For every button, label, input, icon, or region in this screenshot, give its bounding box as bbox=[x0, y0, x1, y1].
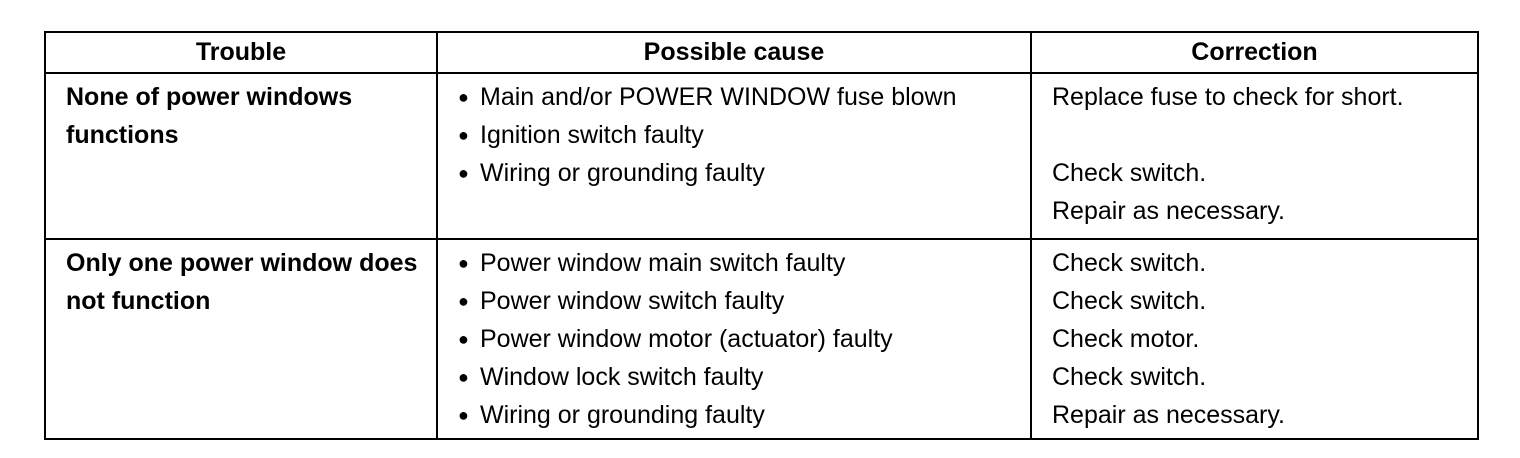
correction-text: Check switch. bbox=[1052, 287, 1207, 315]
cause-item: ● Main and/or POWER WINDOW fuse blown bbox=[458, 78, 1024, 116]
correction-text: Check motor. bbox=[1052, 325, 1200, 353]
cause-text: Power window motor (actuator) faulty bbox=[480, 325, 893, 353]
cause-text: Wiring or grounding faulty bbox=[480, 401, 765, 429]
trouble-cell: None of power windows functions bbox=[44, 72, 438, 240]
correction-text: Repair as necessary. bbox=[1052, 197, 1285, 225]
header-correction: Correction bbox=[1030, 31, 1479, 74]
cause-cell: ● Main and/or POWER WINDOW fuse blown ● … bbox=[436, 72, 1032, 240]
cause-text: Power window main switch faulty bbox=[480, 249, 846, 277]
header-possible-cause: Possible cause bbox=[436, 31, 1032, 74]
cause-item: ● Power window main switch faulty bbox=[458, 244, 1024, 282]
correction-cell: Replace fuse to check for short. Check s… bbox=[1030, 72, 1479, 240]
correction-text: Replace fuse to check for short. bbox=[1052, 83, 1404, 111]
correction-text: Check switch. bbox=[1052, 159, 1207, 187]
cause-text: Main and/or POWER WINDOW fuse blown bbox=[480, 83, 957, 111]
cause-item: ● Power window motor (actuator) faulty bbox=[458, 320, 1024, 358]
trouble-cell: Only one power window does not function bbox=[44, 238, 438, 440]
cause-text: Window lock switch faulty bbox=[480, 363, 764, 391]
bullet-icon: ● bbox=[458, 405, 469, 425]
cause-item: ● Wiring or grounding faulty bbox=[458, 154, 1024, 192]
cause-item: ● Window lock switch faulty bbox=[458, 358, 1024, 396]
cause-text: Power window switch faulty bbox=[480, 287, 785, 315]
header-trouble: Trouble bbox=[44, 31, 438, 74]
header-row: Trouble Possible cause Correction bbox=[44, 31, 1479, 74]
table-row: None of power windows functions ● Main a… bbox=[44, 72, 1479, 240]
cause-item: ● Wiring or grounding faulty bbox=[458, 396, 1024, 434]
correction-cell: Check switch. Check switch. Check motor.… bbox=[1030, 238, 1479, 440]
table-row: Only one power window does not function … bbox=[44, 238, 1479, 440]
bullet-icon: ● bbox=[458, 367, 469, 387]
correction-text: Check switch. bbox=[1052, 363, 1207, 391]
bullet-icon: ● bbox=[458, 329, 469, 349]
cause-item: ● Power window switch faulty bbox=[458, 282, 1024, 320]
cause-text: Ignition switch faulty bbox=[480, 121, 704, 149]
correction-text: Repair as necessary. bbox=[1052, 401, 1285, 429]
bullet-icon: ● bbox=[458, 163, 469, 183]
troubleshooting-table: Trouble Possible cause Correction None o… bbox=[44, 31, 1479, 440]
bullet-icon: ● bbox=[458, 87, 469, 107]
bullet-icon: ● bbox=[458, 253, 469, 273]
cause-item: ● Ignition switch faulty bbox=[458, 116, 1024, 154]
bullet-icon: ● bbox=[458, 125, 469, 145]
bullet-icon: ● bbox=[458, 291, 469, 311]
cause-text: Wiring or grounding faulty bbox=[480, 159, 765, 187]
cause-cell: ● Power window main switch faulty ● Powe… bbox=[436, 238, 1032, 440]
correction-text: Check switch. bbox=[1052, 249, 1207, 277]
